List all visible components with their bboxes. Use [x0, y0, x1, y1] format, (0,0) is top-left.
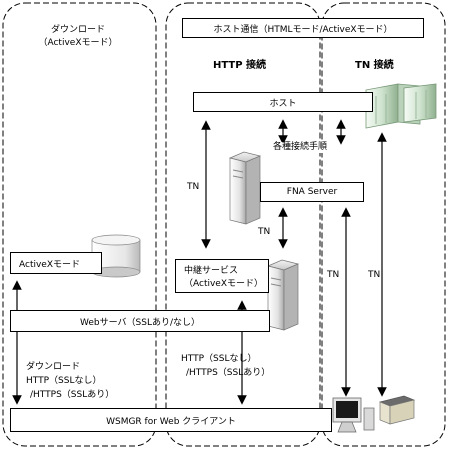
- client-pc-icon: [332, 397, 375, 433]
- tn-heading: TN 接続: [355, 60, 394, 71]
- tn-label-col2: TN: [368, 270, 381, 280]
- http-proto-line1: HTTP（SSLなし）: [181, 354, 257, 364]
- procedure-label: 各種接続手順: [273, 142, 328, 153]
- fna-server-box: FNA Server: [260, 182, 364, 202]
- relay-service-box: 中継サービス （ActiveXモード）: [175, 259, 269, 293]
- client-box: WSMGR for Web クライアント: [10, 408, 332, 432]
- printer-icon: [378, 395, 416, 425]
- host-box: ホスト: [193, 92, 373, 112]
- http-heading: HTTP 接続: [213, 60, 267, 71]
- server-icon-fna: [228, 151, 262, 225]
- relay-line2: （ActiveXモード）: [184, 279, 264, 289]
- host-comm-title: ホスト通信（HTMLモード/ActiveXモード）: [182, 18, 424, 38]
- activex-mode-box: ActiveXモード: [10, 252, 102, 274]
- tn-label-col1: TN: [327, 270, 340, 280]
- download-proto-line1: ダウンロード: [26, 362, 81, 372]
- relay-line1: 中継サービス: [184, 266, 239, 276]
- download-title-line1: ダウンロード: [50, 25, 105, 35]
- mainframe-icon: [365, 83, 437, 129]
- zone-tn: [321, 2, 446, 447]
- zone-http: [165, 2, 321, 447]
- download-proto-line2: HTTP（SSLなし）: [26, 376, 102, 386]
- server-icon-relay: [266, 259, 300, 331]
- download-title-line2: （ActiveXモード）: [38, 38, 118, 48]
- tn-label-http-left: TN: [187, 182, 200, 192]
- http-proto-line2: /HTTPS（SSLあり）: [186, 368, 271, 378]
- download-zone-title: ダウンロード （ActiveXモード）: [10, 19, 146, 51]
- web-server-box: Webサーバ（SSLあり/なし）: [10, 310, 270, 332]
- zone-download: [2, 2, 157, 447]
- download-proto-line3: /HTTPS（SSLあり）: [30, 390, 115, 400]
- tn-label-http-mid: TN: [258, 227, 271, 237]
